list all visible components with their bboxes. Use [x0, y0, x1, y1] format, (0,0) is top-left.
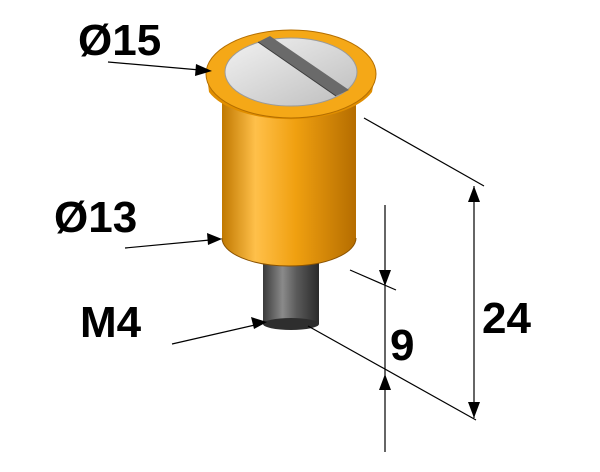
head-face — [224, 37, 358, 107]
diameter-body-label: Ø13 — [54, 193, 137, 242]
thread-length-label: 9 — [390, 321, 414, 370]
pin-part — [205, 29, 377, 330]
thread-label: M4 — [80, 298, 142, 347]
cylinder-body — [221, 92, 357, 267]
screw-slot — [258, 36, 349, 96]
dimension-lines — [107, 61, 485, 452]
threaded-pin — [263, 262, 319, 330]
diameter-top-label: Ø15 — [78, 16, 161, 65]
head-flange — [205, 29, 377, 120]
total-length-label: 24 — [482, 294, 531, 343]
